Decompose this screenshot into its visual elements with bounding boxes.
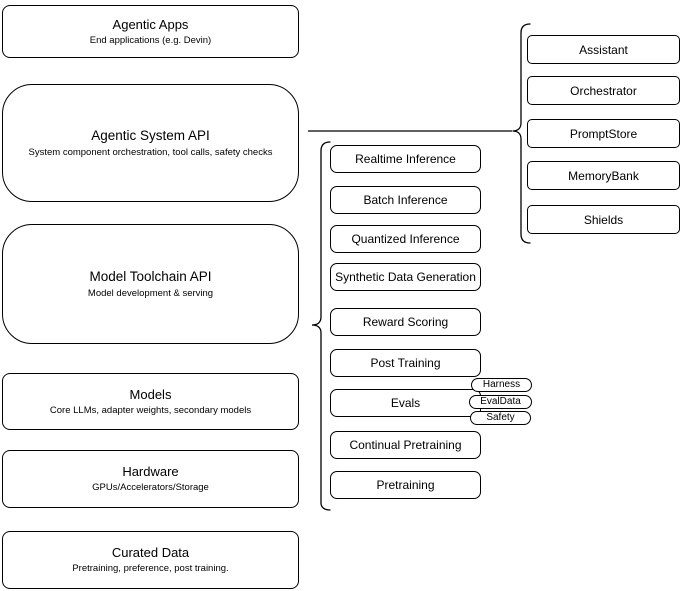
node-subtitle: GPUs/Accelerators/Storage: [92, 482, 209, 493]
node-title: Model Toolchain API: [89, 268, 212, 284]
node-title: Hardware: [122, 464, 179, 479]
node-label: MemoryBank: [568, 168, 639, 183]
node-subtitle: End applications (e.g. Devin): [89, 34, 212, 46]
toolchain-components-brace: [311, 141, 331, 511]
node-evals: Evals: [330, 389, 481, 417]
node-label: Post Training: [370, 356, 441, 370]
node-label: Reward Scoring: [362, 315, 449, 329]
node-quantized-inference: Quantized Inference: [330, 225, 481, 253]
node-curated-data: Curated Data Pretraining, preference, po…: [2, 531, 299, 589]
node-label: Quantized Inference: [351, 232, 460, 246]
node-title: Curated Data: [111, 545, 190, 560]
eval-tag-evaldata: EvalData: [469, 395, 532, 409]
node-label: Synthetic Data Generation: [335, 270, 476, 284]
node-label: Assistant: [579, 42, 628, 57]
node-label: PromptStore: [569, 126, 638, 141]
node-title: Models: [129, 386, 172, 402]
node-label: Continual Pretraining: [349, 438, 462, 452]
pill-label: Harness: [482, 379, 521, 390]
node-subtitle: System component orchestration, tool cal…: [28, 146, 273, 158]
eval-tag-harness: Harness: [471, 378, 532, 392]
pill-label: Safety: [486, 412, 515, 423]
node-subtitle: Pretraining, preference, post training.: [72, 563, 229, 574]
node-subtitle: Core LLMs, adapter weights, secondary mo…: [49, 404, 252, 416]
node-reward-scoring: Reward Scoring: [330, 308, 481, 336]
node-hardware: Hardware GPUs/Accelerators/Storage: [2, 450, 299, 508]
node-memorybank: MemoryBank: [527, 161, 680, 190]
node-shields: Shields: [527, 205, 680, 234]
node-label: Orchestrator: [570, 83, 637, 98]
node-label: Shields: [583, 212, 624, 227]
eval-tag-safety: Safety: [470, 411, 531, 425]
node-label: Pretraining: [376, 478, 435, 492]
node-orchestrator: Orchestrator: [527, 76, 680, 105]
node-batch-inference: Batch Inference: [330, 186, 481, 214]
node-label: Batch Inference: [363, 193, 448, 207]
node-synthetic-data-generation: Synthetic Data Generation: [330, 263, 481, 291]
node-continual-pretraining: Continual Pretraining: [330, 431, 481, 459]
node-agentic-apps: Agentic Apps End applications (e.g. Devi…: [2, 5, 299, 58]
node-pretraining: Pretraining: [330, 471, 481, 499]
node-label: Evals: [390, 396, 421, 410]
node-title: Agentic Apps: [112, 16, 189, 32]
node-models: Models Core LLMs, adapter weights, secon…: [2, 373, 299, 430]
node-model-toolchain-api: Model Toolchain API Model development & …: [2, 224, 299, 344]
node-assistant: Assistant: [527, 35, 680, 64]
system-components-brace: [512, 23, 531, 244]
pill-label: EvalData: [480, 396, 521, 407]
node-realtime-inference: Realtime Inference: [330, 145, 481, 173]
node-promptstore: PromptStore: [527, 119, 680, 148]
node-title: Agentic System API: [91, 127, 210, 143]
node-post-training: Post Training: [330, 349, 481, 377]
node-subtitle: Model development & serving: [87, 287, 214, 299]
node-label: Realtime Inference: [355, 152, 456, 166]
node-agentic-system-api: Agentic System API System component orch…: [2, 84, 299, 202]
